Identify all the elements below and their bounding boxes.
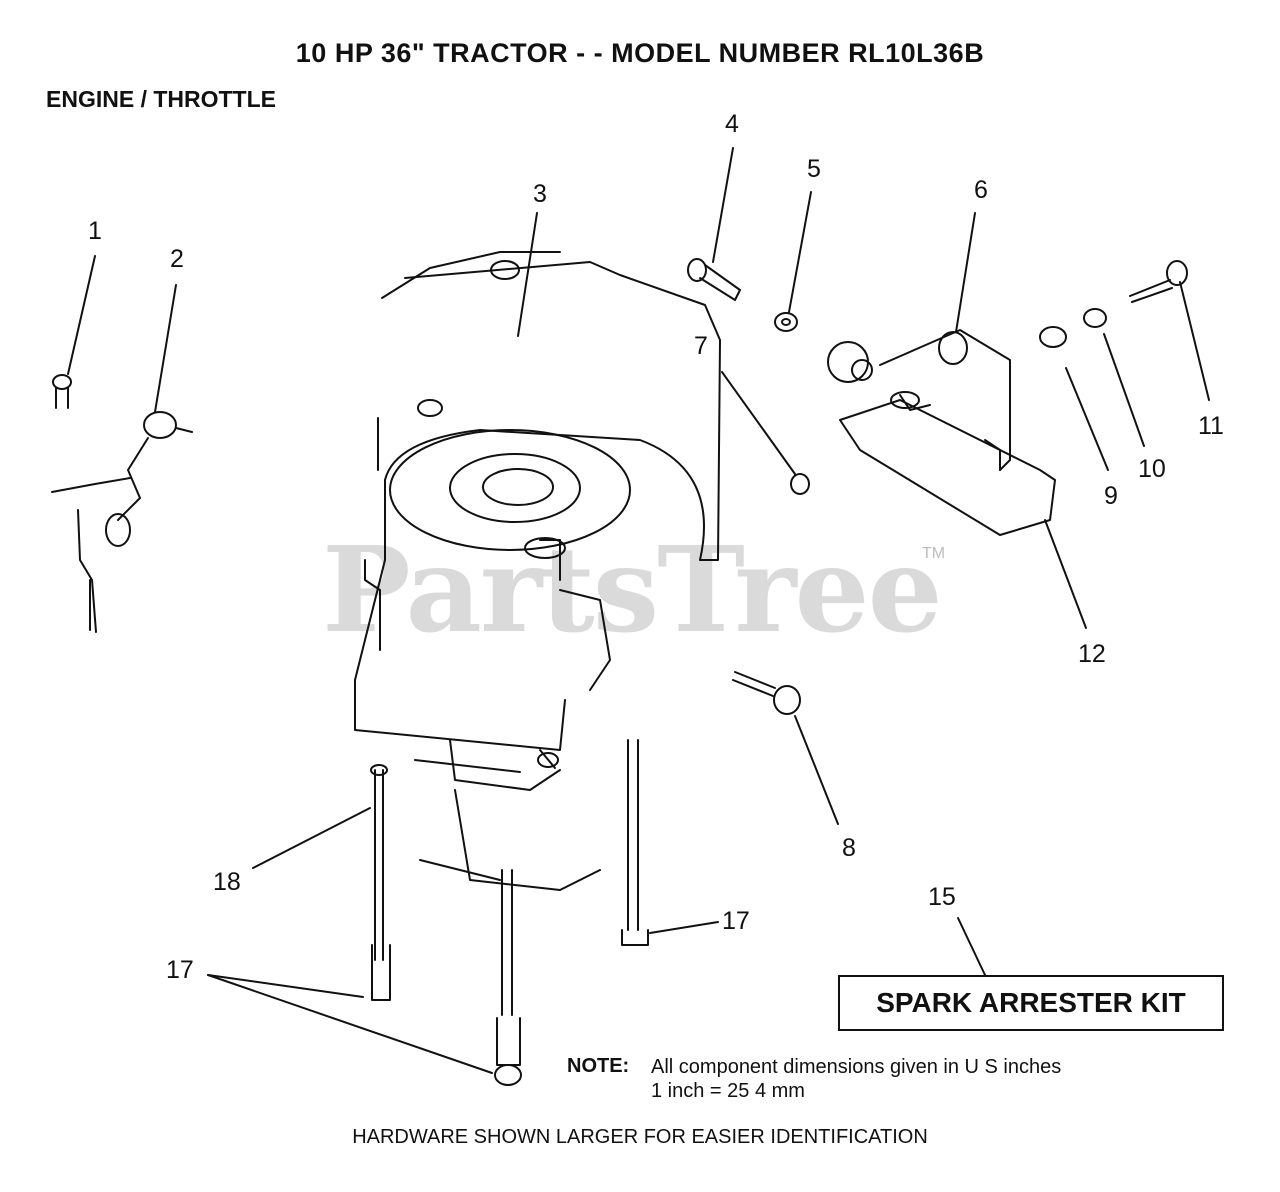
note-label: NOTE: (567, 1055, 630, 1077)
callout-17-right: 17 (722, 907, 750, 935)
callout-15: 15 (928, 883, 956, 911)
callout-1: 1 (88, 217, 102, 245)
callout-4: 4 (725, 110, 739, 138)
callout-12: 12 (1078, 640, 1106, 668)
part-1-knob (52, 374, 72, 409)
callout-10: 10 (1138, 455, 1166, 483)
callout-17-left: 17 (166, 956, 194, 984)
part-8-bolt (732, 671, 801, 715)
callout-18: 18 (213, 868, 241, 896)
callout-9: 9 (1104, 482, 1118, 510)
engine-block (354, 251, 721, 891)
footer-note: HARDWARE SHOWN LARGER FOR EASIER IDENTIF… (352, 1126, 928, 1148)
callout-11: 11 (1198, 412, 1224, 440)
partstree-watermark: PartsTree (322, 520, 943, 659)
callout-8: 8 (842, 834, 856, 862)
note-text: All component dimensions given in U S in… (651, 1055, 1061, 1103)
part-11-bolt (1129, 260, 1188, 303)
diagram-title: 10 HP 36" TRACTOR - - MODEL NUMBER RL10L… (295, 38, 985, 68)
part-17-18-hardware (370, 739, 649, 1086)
part-6-12-muffler (827, 329, 1056, 536)
spark-arrester-kit-label: SPARK ARRESTER KIT (838, 975, 1224, 1031)
part-9-washer (1039, 326, 1067, 348)
part-4-bolt (687, 258, 741, 301)
callout-3: 3 (533, 180, 547, 208)
callout-6: 6 (974, 176, 988, 204)
watermark-trademark: TM (922, 545, 946, 562)
leader-lines (67, 147, 1210, 1074)
part-2-throttle-linkage (51, 411, 193, 633)
note-line-1: All component dimensions given in U S in… (651, 1056, 1062, 1078)
callout-2: 2 (170, 245, 184, 273)
callout-5: 5 (807, 155, 821, 183)
section-subtitle: ENGINE / THROTTLE (46, 86, 276, 112)
part-5-washer (774, 312, 798, 332)
note-line-2: 1 inch = 25 4 mm (651, 1080, 805, 1102)
part-7-nut (790, 473, 810, 495)
part-10-washer (1083, 308, 1107, 328)
callout-7: 7 (694, 332, 708, 360)
